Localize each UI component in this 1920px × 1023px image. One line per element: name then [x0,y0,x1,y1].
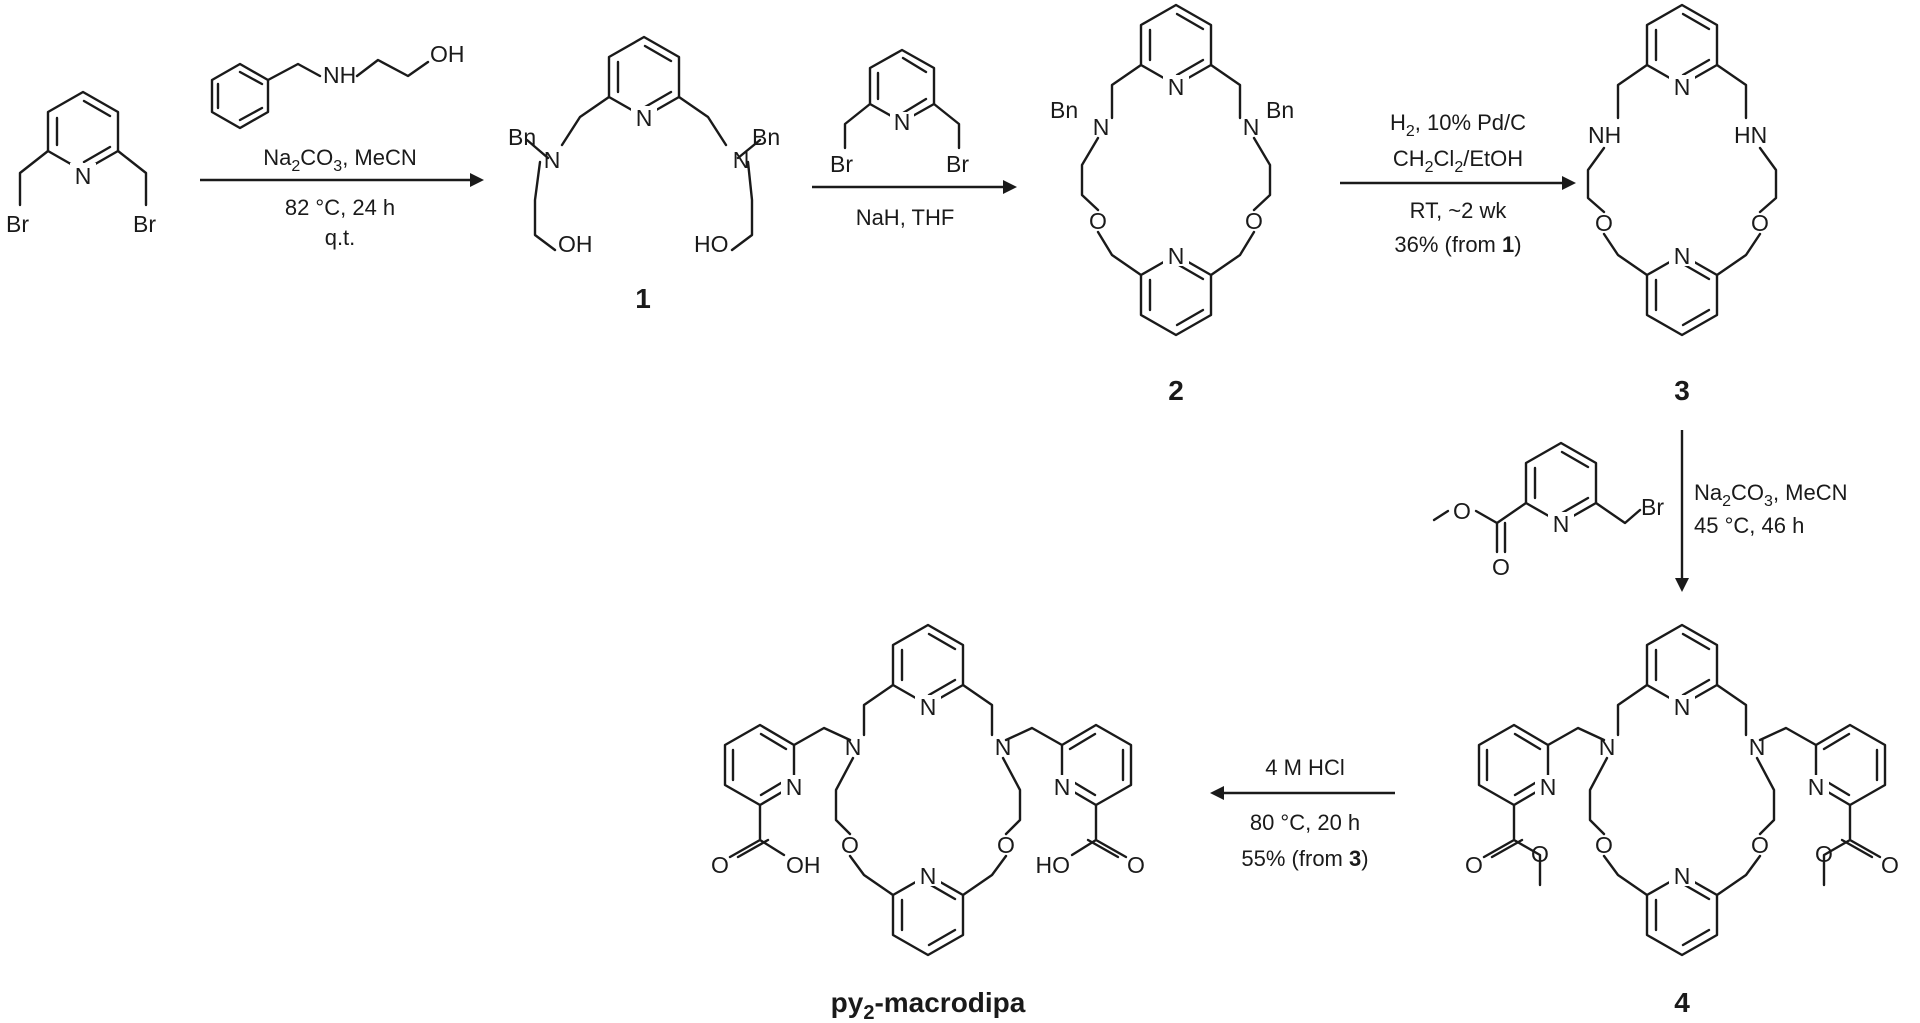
reagent-bis-bromomethyl-pyridine: N Br Br [830,48,969,177]
atom-n: N [1054,774,1071,800]
atom-o: O [841,832,859,858]
py2-macrodipa-label: py2-macrodipa [831,987,1026,1023]
atom-o: O [1492,554,1510,580]
atom-n: N [733,147,750,173]
atom-n: N [845,734,862,760]
step3-conditions-line1: H2, 10% Pd/C [1390,110,1526,140]
atom-o: N [920,863,937,889]
atom-oh: OH [558,231,593,257]
compound-3-structure: N NH HN O O N [1586,3,1778,337]
atom-o: O [1453,498,1471,524]
atom-oh: OH [786,852,821,878]
compound-1-label: 1 [635,283,651,314]
compound-2-label: 2 [1168,375,1184,406]
atom-bn: Bn [1266,97,1294,123]
step5-conditions-line1: 4 M HCl [1265,755,1344,780]
atom-o: O [1465,852,1483,878]
atom-n: N [894,109,911,135]
atom-n: N [786,774,803,800]
atom-nh: NH [1588,122,1621,148]
start-bis-bromomethyl-pyridine: N Br Br [6,90,156,237]
atom-hn: HN [1734,122,1767,148]
atom-oh: OH [430,41,465,67]
atom-n: N [1808,774,1825,800]
atom-ho: HO [1036,852,1071,878]
step5-conditions-line2: 80 °C, 20 h [1250,810,1360,835]
atom-n: N [1749,734,1766,760]
reaction-arrow-4 [1675,430,1689,592]
reaction-arrow-5 [1210,786,1395,800]
reagent-methyl-bromomethyl-picolinate: N O O Br [1432,441,1664,580]
compound-4-structure: N N N N N O O N O O O O [1465,623,1899,957]
atom-n: N [1599,734,1616,760]
atom-o: O [1881,852,1899,878]
step3-conditions-line2: CH2Cl2/EtOH [1393,146,1523,176]
atom-n: N [636,105,653,131]
py2-macrodipa-structure: N N N N N O O N O OH O HO [711,623,1145,957]
atom-n: N [1093,114,1110,140]
atom-br: Br [830,151,853,177]
reaction-arrow-2 [812,180,1017,194]
atom-ho: HO [694,231,729,257]
compound-3-label: 3 [1674,375,1690,406]
atom-nh: NH [323,62,356,88]
atom-br: Br [6,211,29,237]
atom-o: O [1595,210,1613,236]
atom-br: Br [1641,494,1664,520]
atom-n: N [75,163,92,189]
step3-conditions-line3: RT, ~2 wk [1410,198,1508,223]
atom-n: N [1243,114,1260,140]
atom-o: O [1089,208,1107,234]
reaction-arrow-3 [1340,176,1576,190]
step3-conditions-line4: 36% (from 1) [1394,232,1521,257]
compound-4-label: 4 [1674,987,1690,1018]
atom-n: N [1540,774,1557,800]
atom-n: N [1674,694,1691,720]
atom-n: N [1674,74,1691,100]
step1-conditions-line1: Na2CO3, MeCN [263,145,417,175]
atom-n: N [995,734,1012,760]
compound-1-structure: N Bn N N Bn OH HO [508,35,780,257]
atom-n: N [1168,243,1185,269]
atom-n: N [1553,511,1570,537]
atom-o: O [997,832,1015,858]
atom-o: O [711,852,729,878]
atom-o: O [1815,841,1833,867]
atom-br: Br [946,151,969,177]
atom-n: N [544,147,561,173]
atom-o: O [1751,832,1769,858]
step5-conditions-line3: 55% (from 3) [1241,846,1368,871]
atom-br: Br [133,211,156,237]
reagent-benzylethanolamine: NH OH [210,41,465,130]
compound-2-structure: N N N Bn Bn O O N [1050,3,1294,337]
reaction-arrow-1 [200,173,484,187]
atom-bn: Bn [752,124,780,150]
atom-n: N [1674,863,1691,889]
atom-o: O [1245,208,1263,234]
atom-n: N [1674,243,1691,269]
atom-o: O [1127,852,1145,878]
atom-o: O [1531,841,1549,867]
step2-conditions: NaH, THF [856,205,955,230]
step4-conditions-line2: 45 °C, 46 h [1694,513,1804,538]
atom-bn: Bn [1050,97,1078,123]
step1-conditions-line3: q.t. [325,225,356,250]
atom-o: O [1751,210,1769,236]
step4-conditions-line1: Na2CO3, MeCN [1694,480,1848,510]
atom-bn: Bn [508,124,536,150]
atom-o: O [1595,832,1613,858]
step1-conditions-line2: 82 °C, 24 h [285,195,395,220]
atom-n: N [920,694,937,720]
atom-n: N [1168,74,1185,100]
